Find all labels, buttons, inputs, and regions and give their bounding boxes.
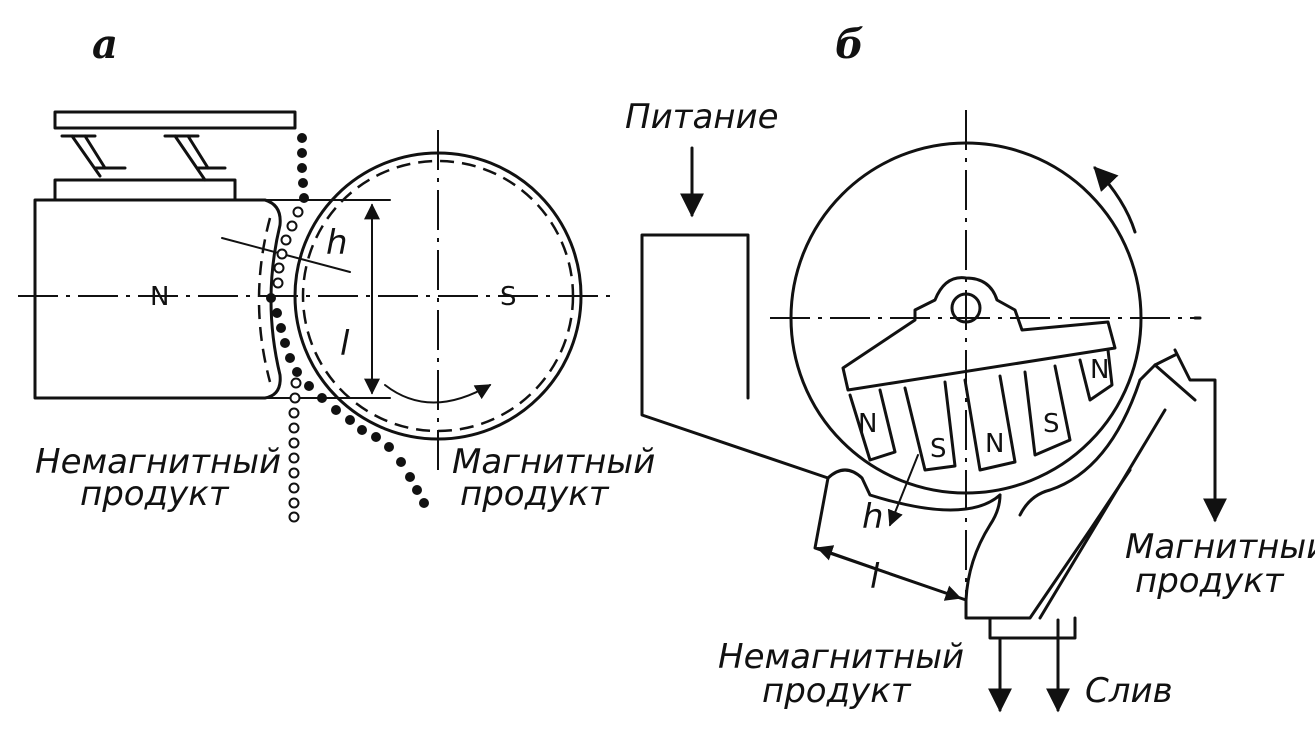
panel-a: а N S l h bbox=[18, 21, 655, 523]
dim-l-a: l bbox=[340, 324, 350, 364]
vibrating-feeder bbox=[53, 110, 297, 202]
nonmag-label-b-1: Немагнитный bbox=[718, 637, 964, 677]
particle-stream bbox=[266, 133, 429, 523]
magnet-4: N bbox=[1090, 355, 1109, 385]
panel-b-label: б bbox=[835, 21, 864, 68]
pole-n-label: N bbox=[150, 282, 169, 312]
rotation-arrow-a bbox=[384, 384, 492, 404]
nonmag-label-a-1: Немагнитный bbox=[35, 442, 281, 482]
mag-label-a-1: Магнитный bbox=[452, 442, 655, 482]
dim-l-b: l bbox=[870, 557, 880, 597]
dim-h-b: h bbox=[862, 497, 884, 537]
magnet-system: N S N S N bbox=[841, 276, 1117, 472]
feed-hopper bbox=[640, 233, 830, 480]
mag-label-b-1: Магнитный bbox=[1125, 527, 1315, 567]
magnet-3: S bbox=[1043, 409, 1060, 439]
north-pole-body bbox=[33, 198, 282, 400]
magnet-0: N bbox=[858, 409, 877, 439]
mag-label-b-2: продукт bbox=[1135, 561, 1285, 601]
magnet-1: S bbox=[930, 434, 947, 464]
mag-label-a-2: продукт bbox=[460, 474, 610, 514]
dim-h-a: h bbox=[326, 223, 348, 263]
nonmag-label-b-2: продукт bbox=[762, 671, 912, 711]
rotation-arrow-b bbox=[1093, 166, 1137, 234]
panel-a-label: а bbox=[92, 21, 118, 68]
panel-b: б Питание N S N S N bbox=[625, 21, 1315, 713]
pole-s-label: S bbox=[500, 282, 517, 312]
magnet-2: N bbox=[985, 429, 1004, 459]
drain-label: Слив bbox=[1085, 671, 1173, 711]
feed-label: Питание bbox=[625, 97, 779, 137]
nonmag-label-a-2: продукт bbox=[80, 474, 230, 514]
